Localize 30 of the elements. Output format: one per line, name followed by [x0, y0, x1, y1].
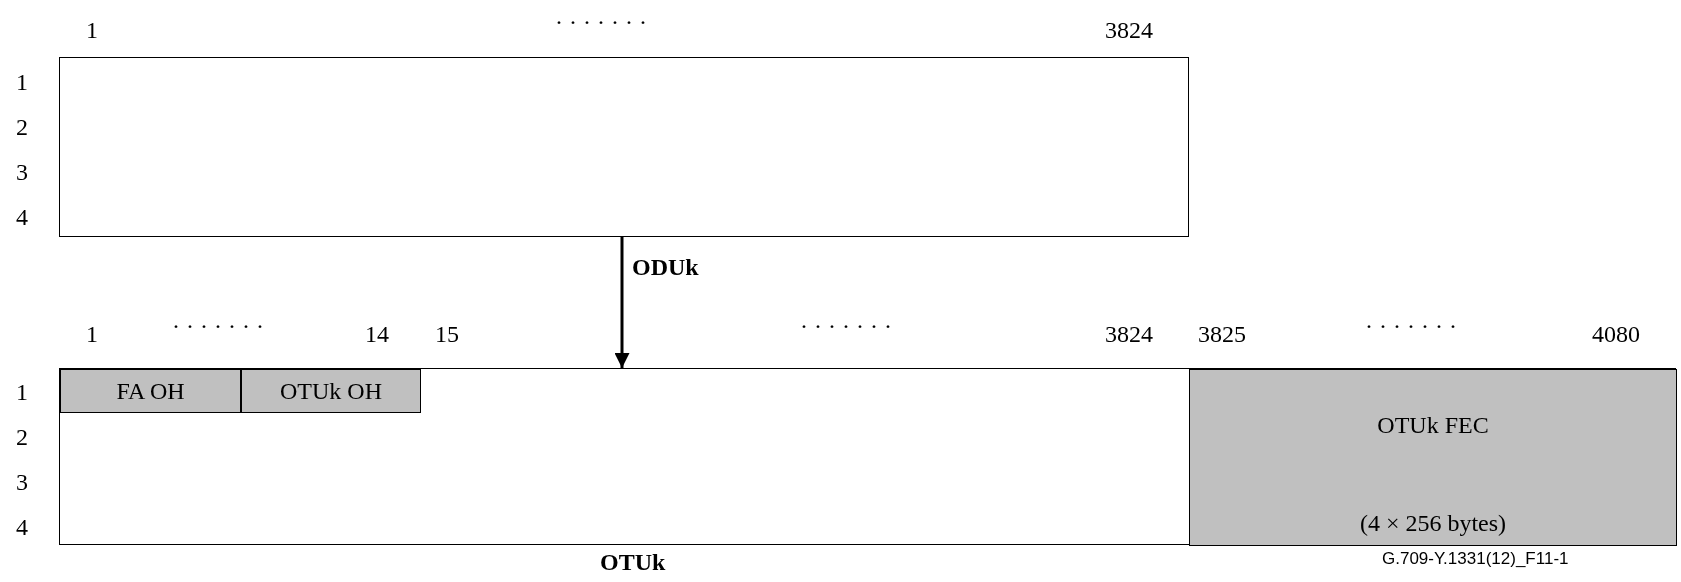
row-number: 3	[16, 160, 28, 184]
frame-label: OTUk	[600, 550, 666, 574]
column-number: 1	[86, 322, 98, 346]
row-number: 3	[16, 470, 28, 494]
frame-box	[59, 57, 1189, 237]
ellipsis-dots: · · · · · · ·	[172, 314, 264, 338]
row-number: 1	[16, 380, 28, 404]
overhead-cell	[60, 369, 241, 413]
cell-label: OTUk OH	[280, 377, 382, 405]
row-number: 1	[16, 70, 28, 94]
column-number: 1	[86, 18, 98, 42]
column-number: 3825	[1198, 322, 1246, 346]
ellipsis-dots: · · · · · · ·	[800, 314, 892, 338]
row-number: 2	[16, 425, 28, 449]
row-number: 4	[16, 515, 28, 539]
column-number: 3824	[1105, 18, 1153, 42]
row-number: 2	[16, 115, 28, 139]
overhead-cell	[241, 369, 421, 413]
fec-block	[1189, 369, 1677, 546]
arrow	[614, 237, 630, 368]
cell-label: OTUk FEC	[1377, 412, 1489, 439]
column-number: 14	[365, 322, 389, 346]
column-number: 3824	[1105, 322, 1153, 346]
row-number: 4	[16, 205, 28, 229]
cell-label: (4 × 256 bytes)	[1359, 510, 1507, 537]
column-number: 4080	[1592, 322, 1640, 346]
column-number: 15	[435, 322, 459, 346]
cell-label: FA OH	[116, 377, 185, 405]
ellipsis-dots: · · · · · · ·	[555, 10, 647, 34]
ellipsis-dots: · · · · · · ·	[1365, 314, 1457, 338]
